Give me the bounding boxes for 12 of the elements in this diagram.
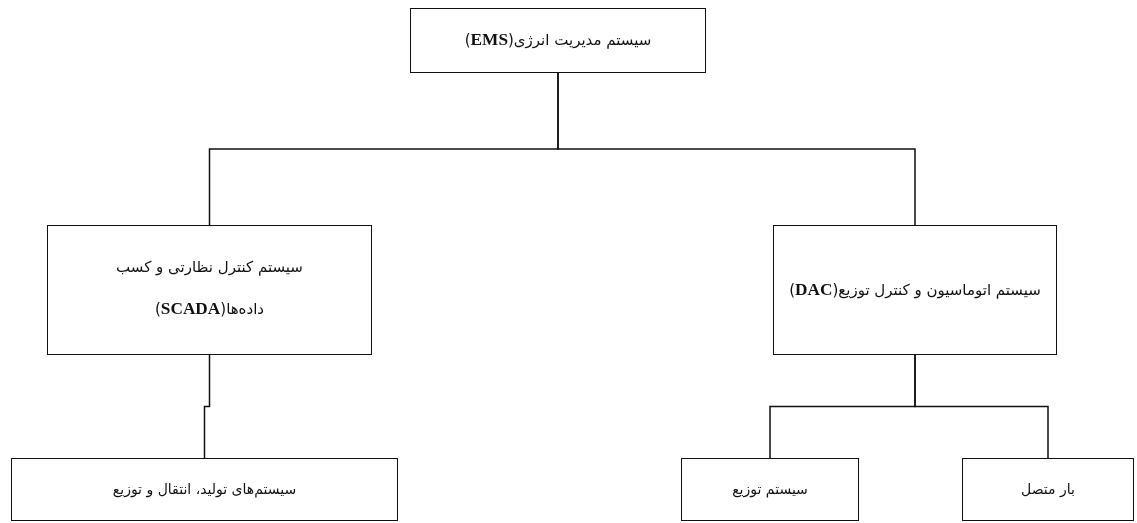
process-box (11, 458, 398, 521)
process-box (410, 8, 706, 73)
box-label: سیستم‌های تولید، انتقال و توزیع (112, 479, 297, 500)
process-box (47, 225, 372, 355)
connector-line (557, 72, 916, 226)
connector-line (203, 354, 211, 459)
process-box (681, 458, 859, 521)
process-box (962, 458, 1134, 521)
box-label: بار متصل (1021, 479, 1075, 499)
box-label: سیستم توزیع (732, 479, 808, 500)
process-box (773, 225, 1057, 355)
connector-line (914, 354, 1049, 459)
